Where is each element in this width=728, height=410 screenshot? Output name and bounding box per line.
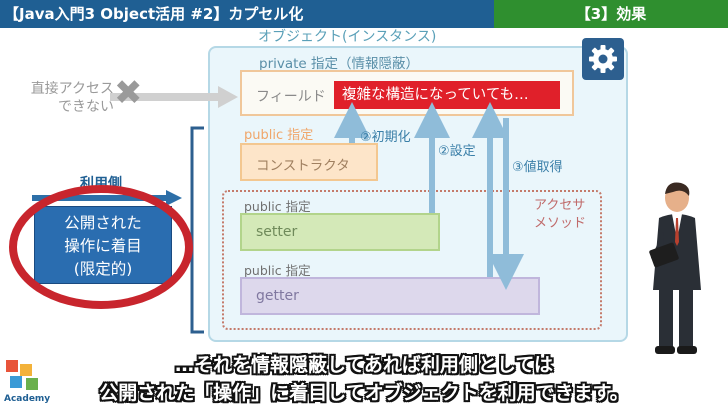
focus-line-3: (限定的) — [73, 260, 133, 278]
setter-label: setter — [256, 224, 298, 240]
public-label-3: public 指定 — [244, 263, 311, 278]
focus-line-1: 公開された — [64, 214, 142, 232]
businessman-illustration — [649, 182, 701, 354]
bracket — [190, 126, 204, 334]
logo-text: Academy — [4, 394, 51, 404]
no-access-label-2: できない — [58, 99, 114, 115]
set-arrow-label: ②設定 — [438, 144, 476, 159]
video-title: 【Java入門3 Object活用 #2】カプセル化 — [0, 0, 498, 28]
focus-line-2: 操作に着目 — [64, 237, 142, 255]
focus-box — [34, 206, 172, 284]
private-label: private 指定（情報隠蔽） — [259, 56, 420, 72]
accessor-group — [222, 190, 602, 330]
cross-icon: ✖ — [114, 73, 143, 113]
logo: Academy — [4, 358, 51, 406]
init-arrow-label: ②初期化 — [360, 130, 411, 145]
accessor-label-2: メソッド — [534, 216, 587, 231]
highlight-ellipse — [9, 185, 193, 309]
setter-box — [240, 213, 440, 251]
gear-icon — [582, 38, 624, 80]
field-label: フィールド — [256, 89, 326, 105]
section-title: 【3】効果 — [494, 0, 728, 28]
blocked-arrow — [110, 86, 238, 108]
subtitle-line-2: 公開された「操作」に着目してオブジェクトを利用できます。 — [99, 382, 629, 404]
public-label-2: public 指定 — [244, 199, 311, 214]
accessor-label-1: アクセサ — [534, 198, 586, 213]
object-title: オブジェクト(インスタンス) — [258, 29, 437, 45]
public-label-1: public 指定 — [244, 128, 314, 143]
constructor-label: コンストラクタ — [256, 158, 350, 174]
no-access-label-1: 直接アクセス — [30, 81, 114, 97]
getter-label: getter — [256, 288, 299, 304]
get-arrow-label: ③値取得 — [512, 160, 563, 175]
subtitle-line-1: …それを情報隠蔽してあれば利用側としては — [175, 354, 553, 376]
constructor-box — [240, 143, 378, 181]
user-side-arrow — [32, 190, 182, 206]
